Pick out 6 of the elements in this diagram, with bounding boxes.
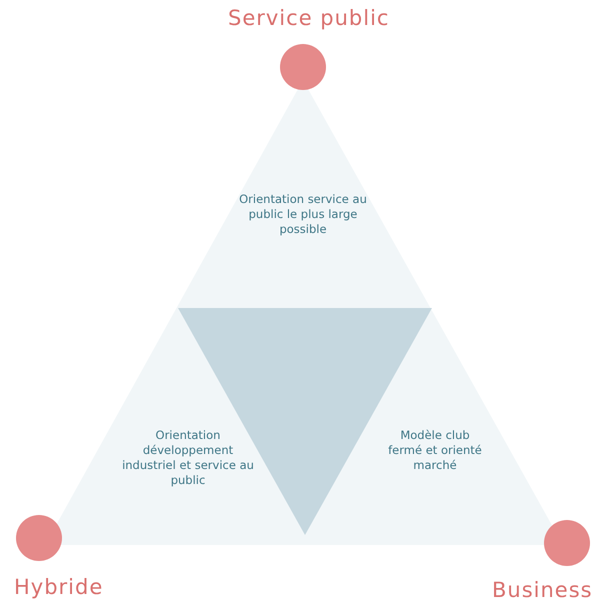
region-text: Orientation développement industriel et service au public: [121, 428, 255, 488]
vertex-label: Service public: [228, 6, 390, 30]
region-text: Modèle club fermé et orienté marché: [387, 428, 483, 473]
region-text: Orientation service au public le plus large possible: [238, 192, 368, 237]
vertex-label: Business: [492, 578, 593, 602]
vertex-label: Hybride: [14, 575, 104, 599]
